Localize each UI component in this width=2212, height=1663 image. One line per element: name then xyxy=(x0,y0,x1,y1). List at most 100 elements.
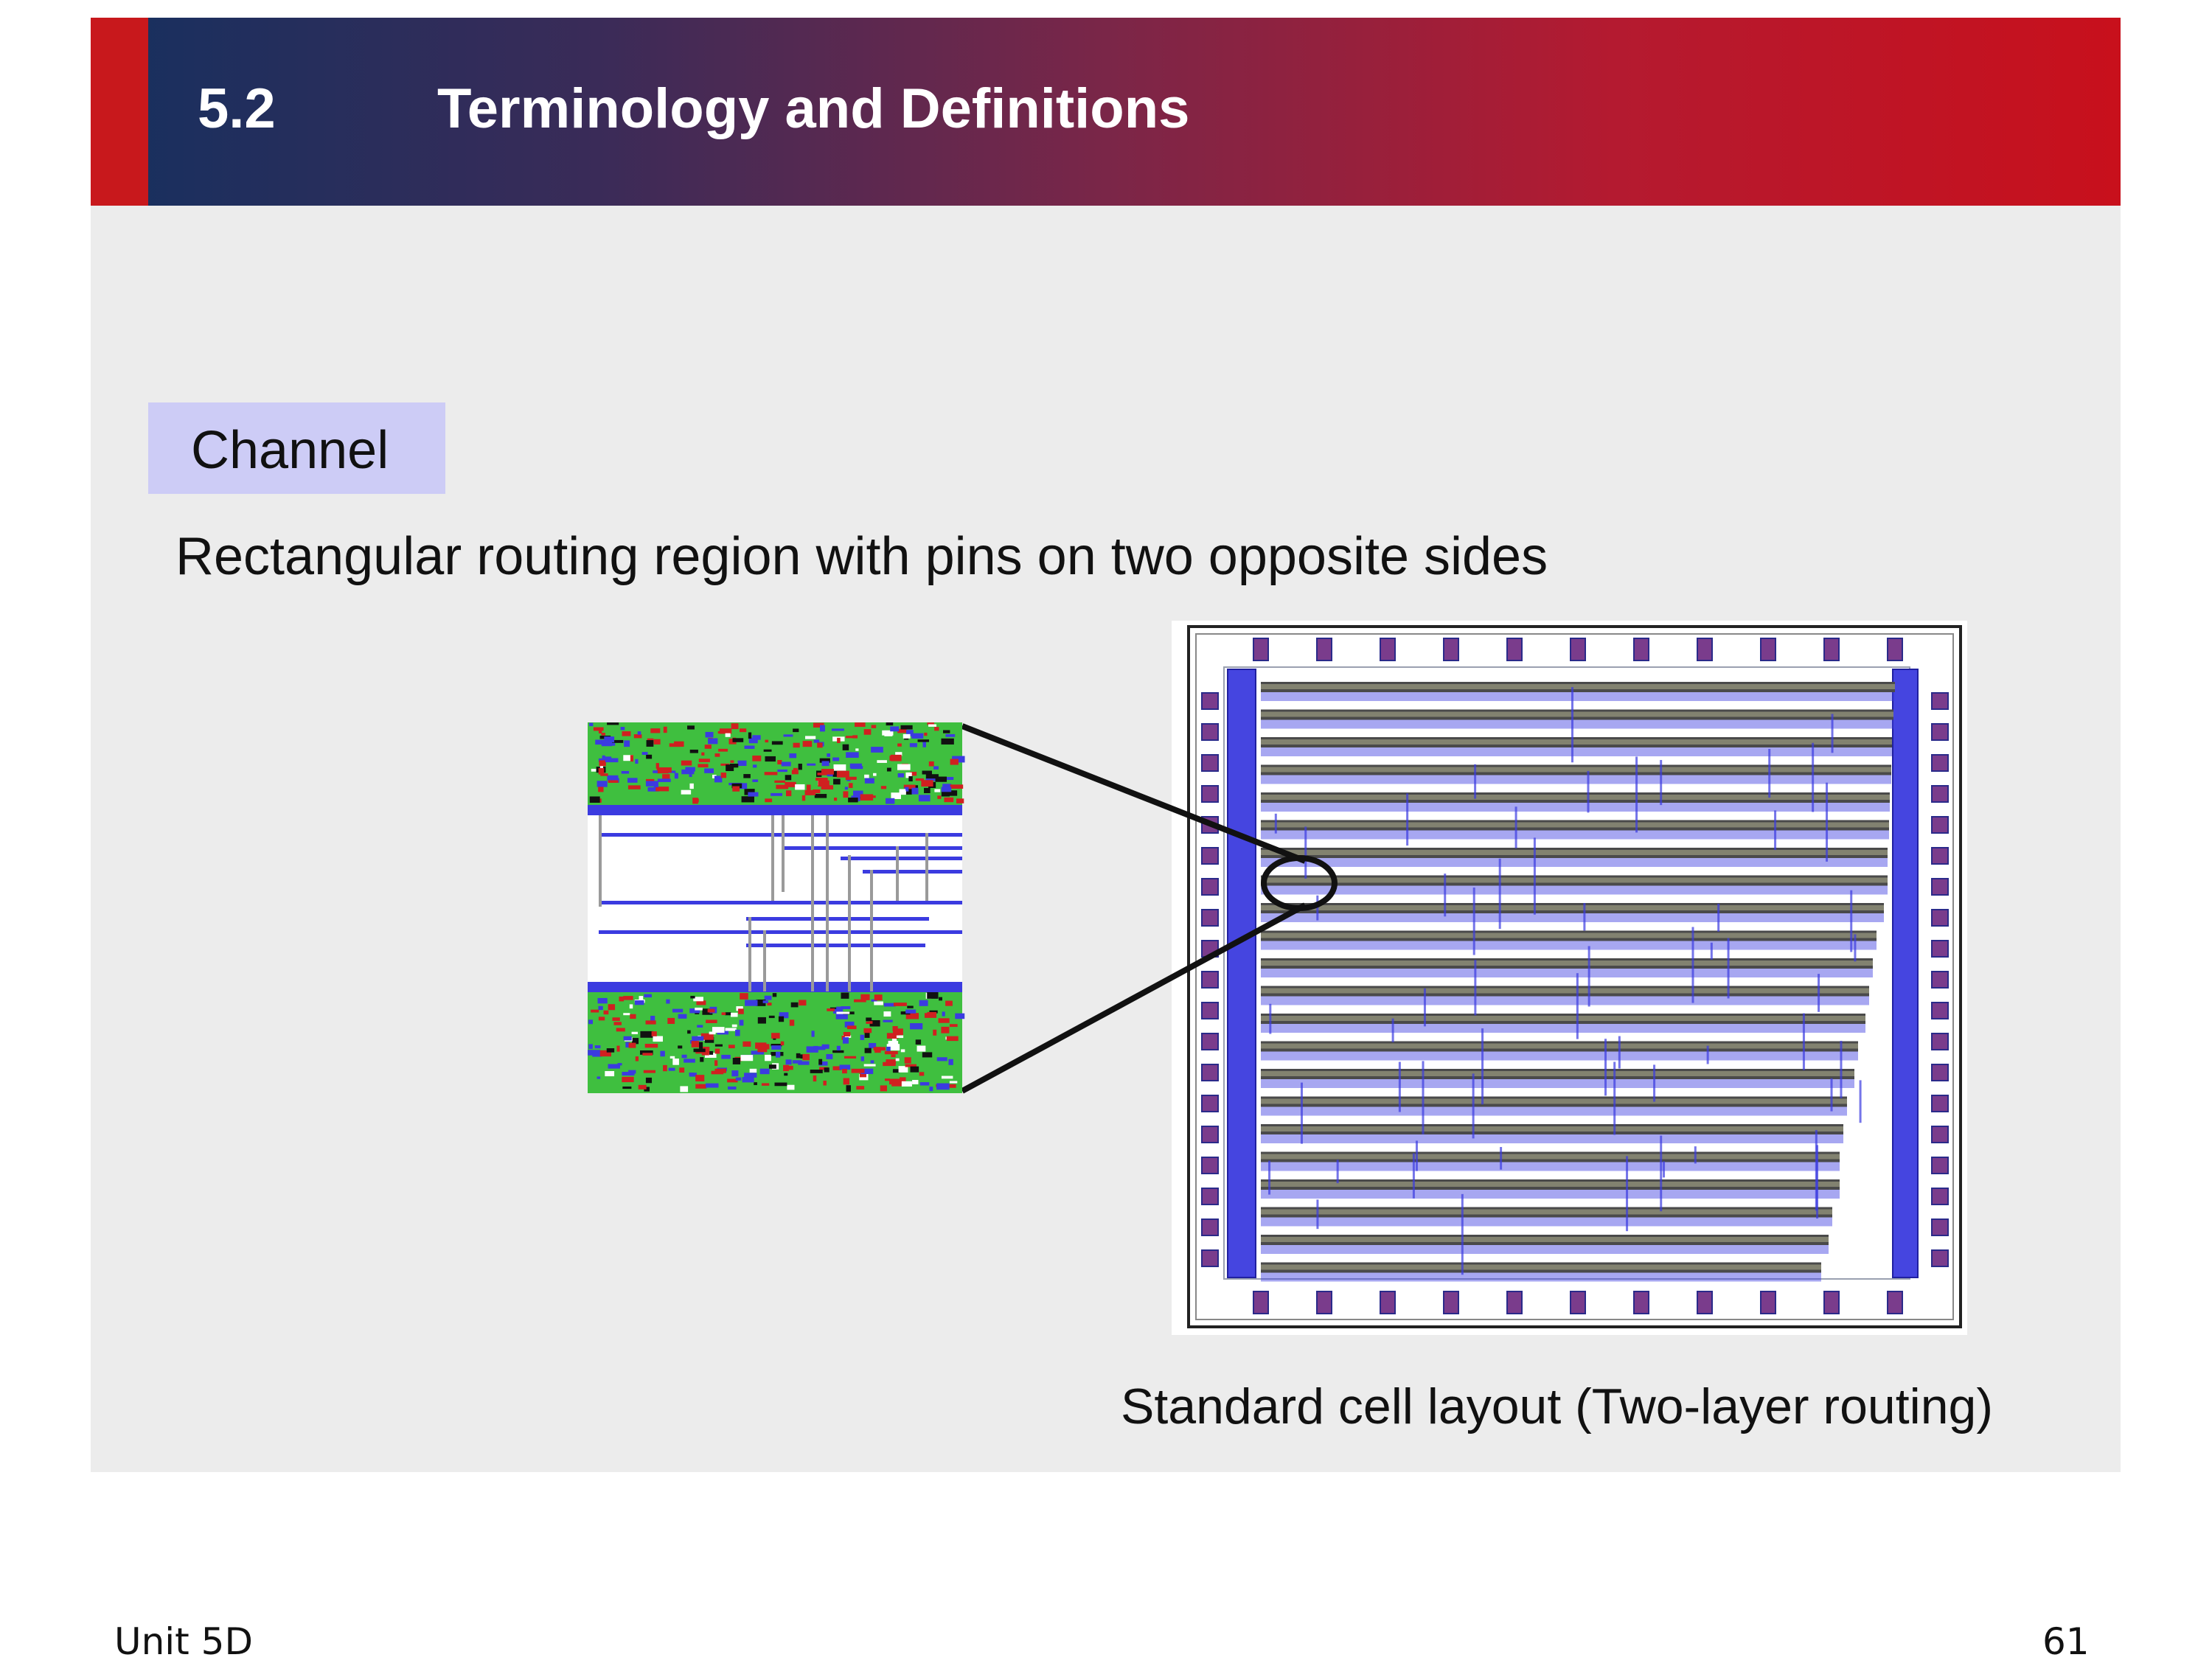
cell-detail-mark xyxy=(767,1003,772,1006)
cell-detail-mark xyxy=(765,756,776,762)
cell-detail-mark xyxy=(919,1082,930,1086)
cell-detail-mark xyxy=(792,1060,802,1064)
routing-track xyxy=(1261,996,1869,1005)
cell-detail-mark xyxy=(874,994,883,1001)
via-wire xyxy=(1461,1193,1464,1275)
cell-detail-mark xyxy=(752,764,757,768)
cell-detail-mark xyxy=(915,1039,922,1045)
cell-detail-mark xyxy=(763,749,772,752)
cell-detail-mark xyxy=(681,789,692,795)
cell-detail-mark xyxy=(813,722,824,728)
cell-detail-mark xyxy=(640,1050,653,1055)
cell-detail-mark xyxy=(934,727,939,731)
via-wire xyxy=(1850,890,1853,952)
via-wire xyxy=(1854,934,1857,962)
cell-detail-mark xyxy=(608,780,619,783)
via-wire xyxy=(1500,1146,1503,1170)
cell-detail-mark xyxy=(690,995,695,999)
cell-detail-mark xyxy=(845,736,855,739)
cell-detail-mark xyxy=(848,783,853,788)
routing-track xyxy=(1261,941,1877,950)
routing-track xyxy=(1261,1190,1840,1199)
cell-detail-mark xyxy=(785,781,796,787)
via-wire xyxy=(1604,1039,1607,1096)
cell-detail-mark xyxy=(597,997,608,1004)
io-pad xyxy=(1506,1291,1523,1314)
cell-detail-mark xyxy=(883,1003,896,1007)
cell-detail-mark xyxy=(869,1019,880,1027)
cell-detail-mark xyxy=(720,763,730,766)
io-pad xyxy=(1823,1291,1840,1314)
cell-detail-mark xyxy=(910,1066,919,1073)
cell-detail-mark xyxy=(774,780,785,783)
cell-detail-mark xyxy=(842,1069,847,1074)
cell-row-detail xyxy=(1261,739,1892,745)
cell-detail-mark xyxy=(846,1085,852,1092)
channel-v-wire xyxy=(870,870,873,991)
io-pad xyxy=(1931,1219,1949,1236)
cell-detail-mark xyxy=(886,1059,897,1064)
section-title: Terminology and Definitions xyxy=(437,77,1190,140)
term-box: Channel xyxy=(148,402,445,494)
cell-detail-mark xyxy=(936,1057,947,1061)
power-rail-right xyxy=(1892,669,1919,1278)
cell-detail-mark xyxy=(915,778,925,781)
cell-detail-mark xyxy=(815,778,828,781)
cell-detail-mark xyxy=(699,1042,703,1049)
cell-detail-mark xyxy=(684,1059,695,1063)
io-pad xyxy=(1931,847,1949,865)
cell-detail-mark xyxy=(765,1054,771,1061)
cell-detail-mark xyxy=(860,994,870,1000)
io-pad xyxy=(1931,816,1949,834)
slide-header: 5.2 Terminology and Definitions xyxy=(91,18,2121,206)
io-pad xyxy=(1201,1064,1219,1081)
io-pad xyxy=(1443,1291,1459,1314)
cell-detail-mark xyxy=(907,1005,914,1008)
cell-detail-mark xyxy=(768,1015,775,1019)
cell-detail-mark xyxy=(598,787,604,792)
cell-detail-mark xyxy=(653,1036,663,1042)
cell-detail-mark xyxy=(814,794,827,798)
cell-detail-mark xyxy=(842,1037,849,1044)
cell-detail-mark xyxy=(821,785,834,789)
cell-row-detail xyxy=(1261,961,1873,966)
via-wire xyxy=(1660,1135,1663,1212)
cell-detail-mark xyxy=(852,790,863,797)
cell-detail-mark xyxy=(912,1080,919,1084)
cell-detail-mark xyxy=(942,784,952,788)
cell-detail-mark xyxy=(850,766,863,770)
cell-detail-mark xyxy=(785,775,792,781)
routing-track xyxy=(1261,803,1890,812)
cell-detail-mark xyxy=(698,764,709,768)
cell-detail-mark xyxy=(832,1050,844,1053)
cell-detail-mark xyxy=(925,778,938,781)
cell-detail-mark xyxy=(693,1048,706,1053)
cell-detail-mark xyxy=(778,1016,785,1022)
cell-detail-mark xyxy=(697,1025,703,1028)
cell-detail-mark xyxy=(704,1053,717,1059)
cell-detail-mark xyxy=(886,767,891,772)
cell-detail-mark xyxy=(714,1060,718,1066)
via-wire xyxy=(1415,1140,1418,1171)
cell-detail-mark xyxy=(745,1000,758,1006)
cell-detail-mark xyxy=(714,1048,720,1054)
cell-detail-mark xyxy=(780,1041,785,1046)
cell-detail-mark xyxy=(633,734,642,739)
cell-detail-mark xyxy=(883,1011,891,1017)
cell-detail-mark xyxy=(919,1072,925,1076)
cell-detail-mark xyxy=(888,1040,899,1045)
io-pad xyxy=(1760,638,1776,661)
channel-edge-bottom xyxy=(588,982,962,992)
io-pad xyxy=(1443,638,1459,661)
io-pad xyxy=(1760,1291,1776,1314)
routing-track xyxy=(1261,719,1893,729)
cell-detail-mark xyxy=(860,794,874,801)
cell-detail-mark xyxy=(911,787,919,795)
cell-detail-mark xyxy=(873,773,877,776)
cell-detail-mark xyxy=(833,764,846,771)
cell-detail-mark xyxy=(895,752,902,756)
cell-detail-mark xyxy=(906,730,914,736)
cell-detail-mark xyxy=(928,724,936,727)
cell-detail-mark xyxy=(705,731,714,738)
cell-detail-mark xyxy=(616,1028,625,1032)
